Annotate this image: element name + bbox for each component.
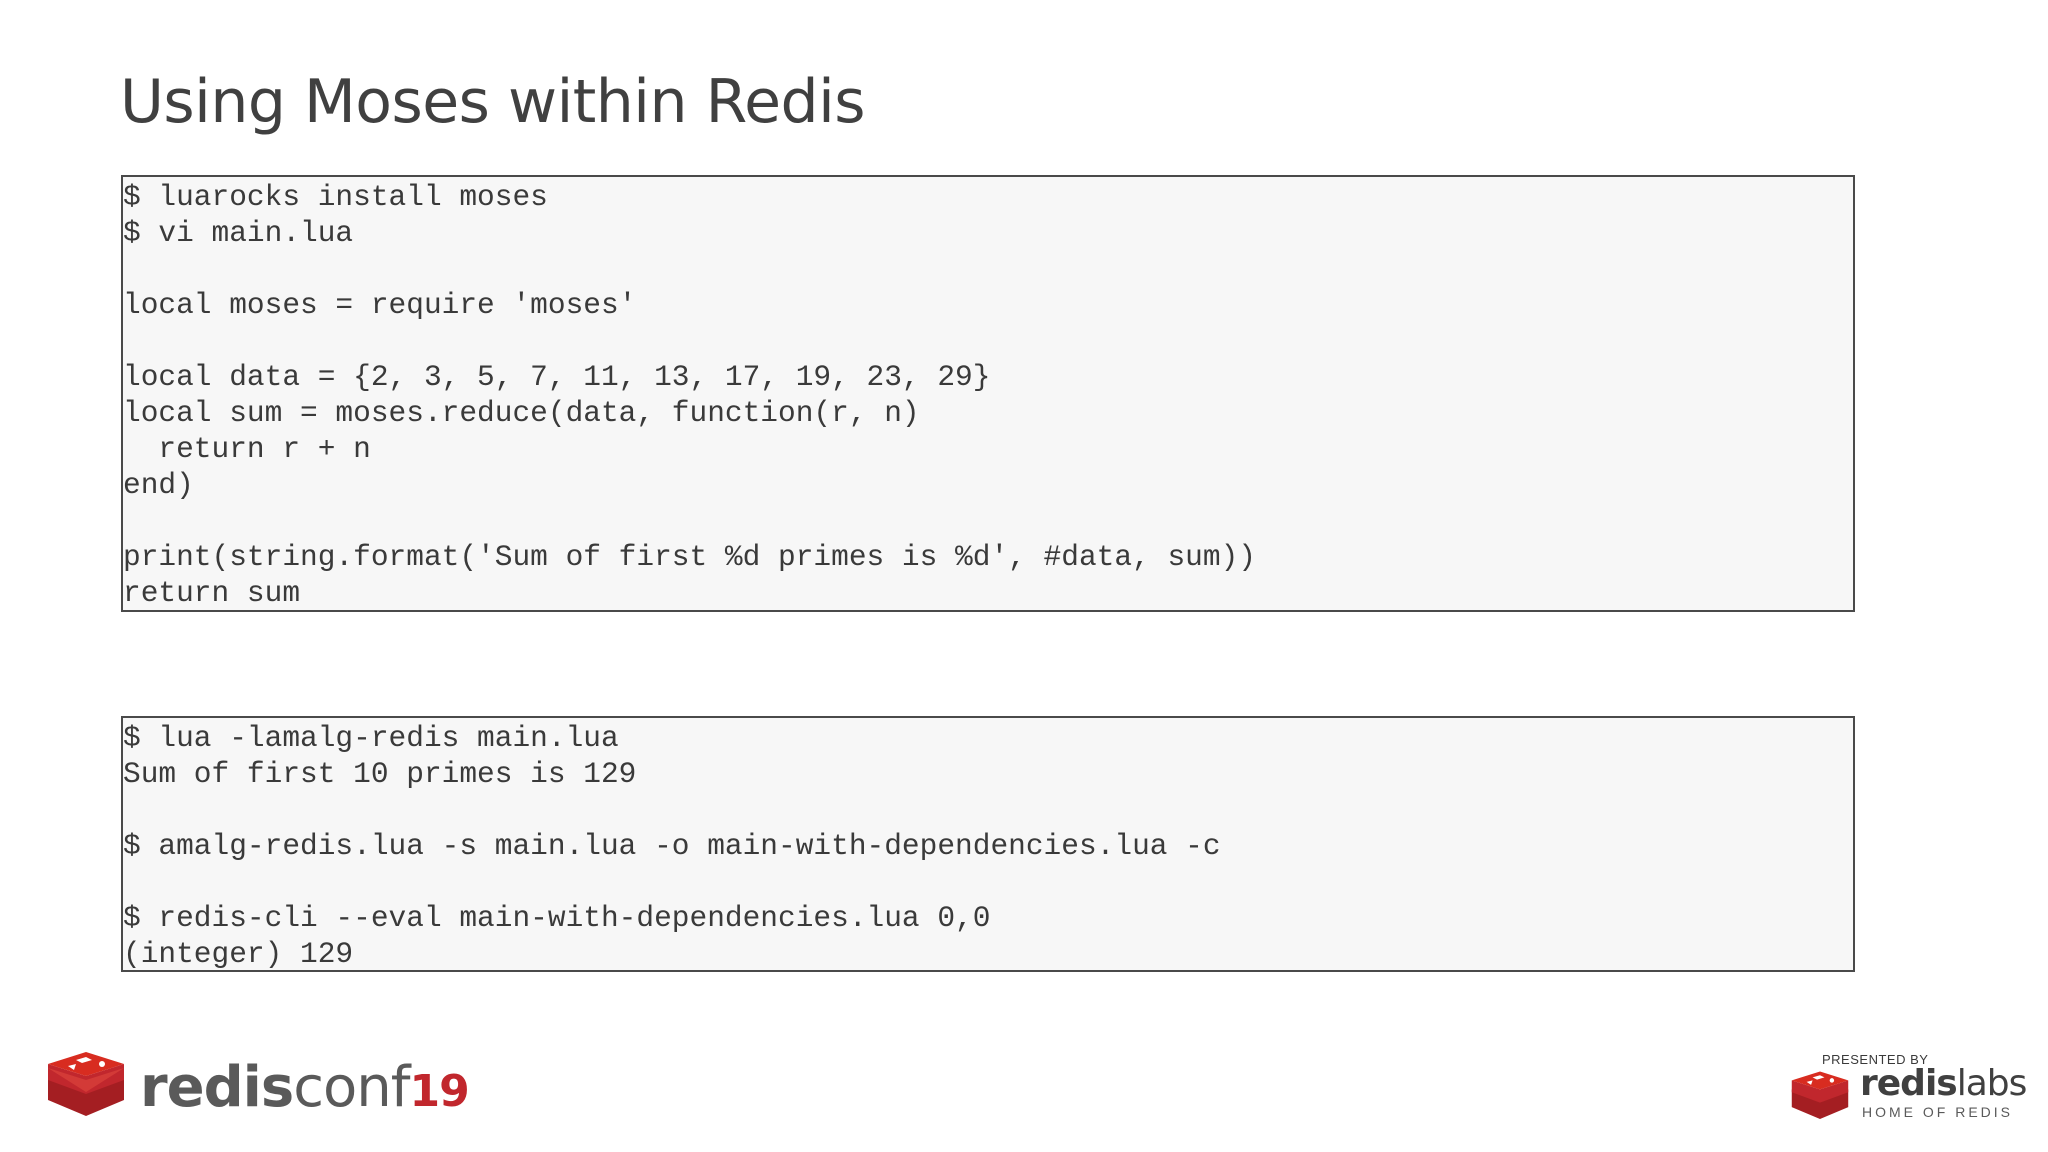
- code-block-install: $ luarocks install moses $ vi main.lua l…: [121, 175, 1855, 612]
- code-line: local moses = require 'moses': [123, 288, 637, 322]
- redislabs-logo: PRESENTED BY redislabs HOME OF REDIS: [1790, 1052, 2027, 1122]
- code-line: local data = {2, 3, 5, 7, 11, 13, 17, 19…: [123, 360, 991, 394]
- code-line: $ amalg-redis.lua -s main.lua -o main-wi…: [123, 829, 1221, 863]
- code-line: local sum = moses.reduce(data, function(…: [123, 396, 920, 430]
- redis-cube-icon: [46, 1050, 126, 1125]
- code-line: return r + n: [123, 432, 371, 466]
- code-line: end): [123, 468, 194, 502]
- code-line: [123, 792, 1853, 828]
- redislabs-wordmark: redislabs: [1860, 1063, 2027, 1104]
- code-line: [123, 503, 1853, 539]
- code-line: $ vi main.lua: [123, 216, 354, 250]
- code-line: $ luarocks install moses: [123, 180, 548, 214]
- code-block-run: $ lua -lamalg-redis main.lua Sum of firs…: [121, 716, 1855, 972]
- code-line: (integer) 129: [123, 937, 354, 971]
- redisconf-logo: redisconf19: [46, 1050, 470, 1125]
- redislabs-tagline: HOME OF REDIS: [1862, 1104, 2014, 1120]
- code-line: [123, 251, 1853, 287]
- code-line: [123, 864, 1853, 900]
- code-line: [123, 323, 1853, 359]
- code-line: $ lua -lamalg-redis main.lua: [123, 721, 619, 755]
- code-line: $ redis-cli --eval main-with-dependencie…: [123, 901, 991, 935]
- code-line: print(string.format('Sum of first %d pri…: [123, 540, 1256, 574]
- redis-cube-icon: [1790, 1070, 1850, 1127]
- presented-by-label: PRESENTED BY: [1822, 1052, 1929, 1067]
- code-line: return sum: [123, 576, 301, 610]
- code-line: Sum of first 10 primes is 129: [123, 757, 637, 791]
- slide-title: Using Moses within Redis: [120, 67, 866, 137]
- redisconf-wordmark: redisconf19: [140, 1054, 470, 1120]
